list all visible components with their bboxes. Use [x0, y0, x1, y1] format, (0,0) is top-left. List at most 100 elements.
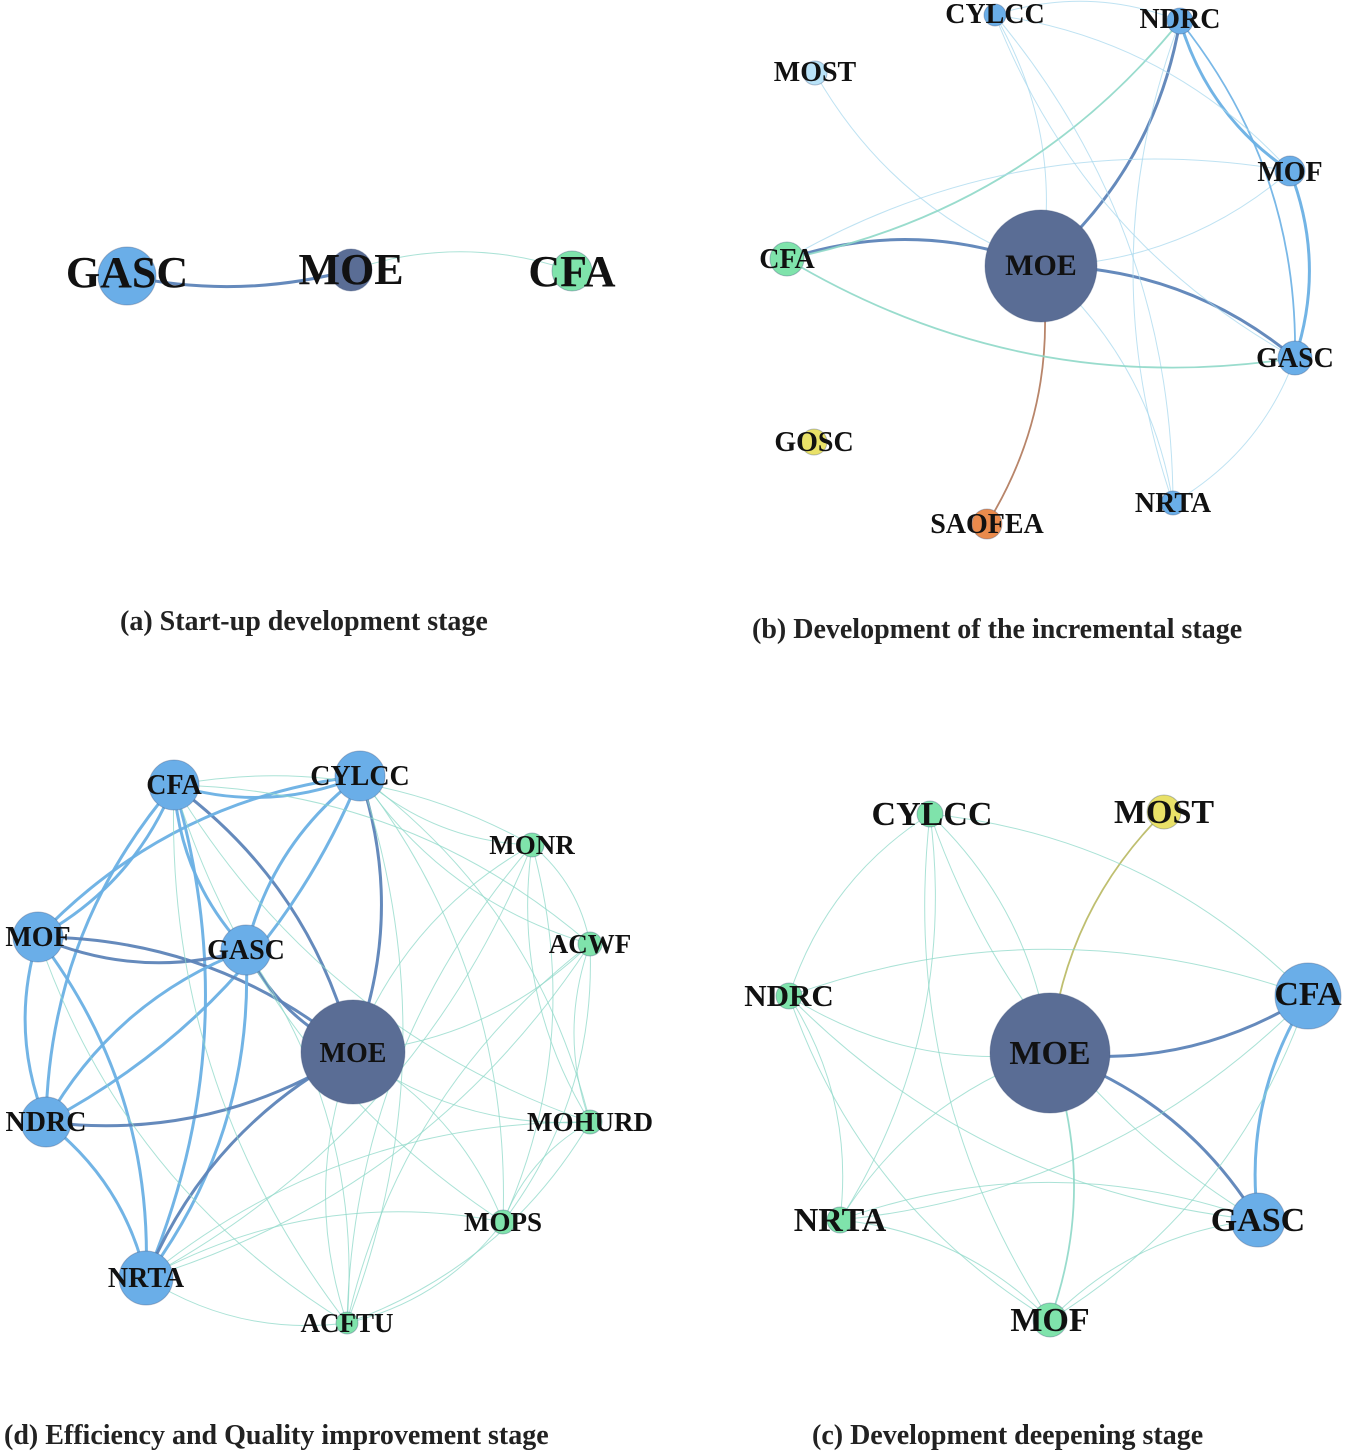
panel-b-edge-ndrc-nrta [1132, 20, 1181, 504]
panel-d-label-gasc: GASC [207, 935, 285, 966]
panel-c-edge-cylcc-mof [924, 813, 1051, 1321]
panel-d-label-nrta: NRTA [108, 1263, 185, 1294]
panel-d-node-mohurd [577, 1109, 603, 1135]
panel-c-label-nrta: NRTA [794, 1202, 887, 1239]
panel-d-edge-mof-gasc [37, 935, 247, 965]
panel-b-label-gosc: GOSC [774, 427, 853, 458]
panel-b-node-saofea [971, 508, 1003, 540]
panel-b-edge-mof-cfa [786, 158, 1291, 260]
panel-b-edge-cylcc-nrta [994, 14, 1174, 504]
panel-d-edge-mohurd-cfa [173, 784, 591, 1123]
panel-d-edge-acftu-mof [37, 936, 348, 1324]
panel-b-edge-cylcc-gasc [994, 14, 1296, 359]
panel-b-edge-gasc-nrta [1172, 357, 1296, 504]
panel-c-edge-ndrc-cfa [788, 948, 1309, 997]
panel-d-edge-gasc-nrta [144, 949, 249, 1279]
panel-d-edge-acwf-mohurd [573, 943, 591, 1123]
panel-d-edge-mohurd-cylcc [359, 775, 591, 1123]
caption-panel-c: (c) Development deepening stage [812, 1420, 1204, 1451]
panel-b-edge-cfa-gasc [786, 258, 1296, 369]
panel-d-label-acftu: ACFTU [301, 1308, 394, 1338]
panel-c-node-ndrc [775, 982, 803, 1010]
panel-b-node-most [802, 60, 828, 86]
panel-d-edge-ndrc-nrta [45, 1120, 148, 1279]
panel-d-edge-monr-mops [502, 844, 554, 1223]
panel-d-node-monr [519, 832, 545, 858]
panel-c-edge-ndrc-gasc [788, 995, 1259, 1221]
panel-b-node-mof [1274, 155, 1306, 187]
panel-d-edge-cfa-ndrc [44, 784, 176, 1123]
panel-b-edge-mof-gasc [1288, 170, 1311, 359]
panel-d-edge-acwf-acftu [346, 943, 591, 1324]
panel-c-node-nrta [826, 1206, 854, 1234]
panel-d-node-ndrc [20, 1096, 72, 1148]
panel-c-label-gasc: GASC [1211, 1202, 1305, 1239]
panel-a-node-moe [329, 248, 373, 292]
panel-d-label-mof: MOF [5, 922, 70, 953]
panel-b-node-moe [984, 209, 1098, 323]
panel-d-edge-gasc-ndrc [44, 948, 247, 1123]
panel-d-edge-monr-acwf [531, 844, 591, 945]
panel-a-node-gasc [97, 246, 157, 306]
panel-b-node-cylcc [983, 3, 1007, 27]
panel-b-label-nrta: NRTA [1135, 488, 1212, 519]
panel-c-label-cfa: CFA [1274, 976, 1342, 1013]
panel-d-edge-acwf-mops [502, 943, 591, 1223]
panel-d-label-ndrc: NDRC [6, 1107, 87, 1138]
panel-a-edge-moe-cfa [350, 251, 573, 272]
panel-d-node-cfa [148, 759, 200, 811]
panel-d-node-moe [300, 999, 406, 1105]
panel-c-edge-cylcc-nrta [839, 813, 936, 1221]
panel-d-edge-mohurd-acftu [346, 1121, 591, 1324]
panel-b-edge-ndrc-mof [1178, 20, 1291, 173]
panel-c-edge-mof-gasc [1049, 1219, 1259, 1321]
panel-d-node-mof [12, 911, 64, 963]
panel-d-edge-monr-mohurd [527, 844, 591, 1123]
panel-d-node-acwf [577, 931, 603, 957]
panel-c-label-ndrc: NDRC [744, 978, 834, 1013]
panel-b-label-most: MOST [774, 57, 857, 88]
panel-c-node-mof [1032, 1302, 1068, 1338]
panel-d-node-cylcc [334, 750, 386, 802]
panel-d-label-moe: MOE [320, 1038, 387, 1069]
panel-d-label-cylcc: CYLCC [310, 761, 410, 792]
panel-d-edge-cfa-nrta [144, 784, 207, 1279]
panel-d-node-mops [490, 1209, 516, 1235]
panel-d-edge-cylcc-mof [36, 774, 361, 939]
panel-b-edge-ndrc-cylcc [994, 0, 1181, 22]
panel-a-label-gasc: GASC [66, 248, 188, 297]
panel-c-node-gasc [1230, 1192, 1286, 1248]
panel-b-label-moe: MOE [1005, 249, 1077, 282]
panel-b-node-ndrc [1166, 7, 1194, 35]
panel-c-edge-mof-cfa [1049, 995, 1309, 1321]
panel-c-label-moe: MOE [1009, 1035, 1090, 1072]
panel-c-edge-ndrc-mof [788, 995, 1051, 1321]
panel-c-node-moe [989, 992, 1111, 1114]
panel-d-edge-mops-acftu [346, 1221, 504, 1324]
panel-d-label-monr: MONR [489, 830, 575, 860]
panel-c-node-cfa [1274, 962, 1342, 1030]
panel-c-edge-cylcc-cfa [929, 813, 1309, 997]
panel-d-edge-acftu-gasc [245, 949, 350, 1324]
panel-d-edge-acftu-cfa [172, 784, 348, 1324]
caption-panel-b: (b) Development of the incremental stage [752, 614, 1243, 645]
panel-c-edge-nrta-mof [839, 1219, 1051, 1321]
panel-d-edge-acwf-nrta [145, 943, 591, 1279]
panel-d-label-mops: MOPS [464, 1207, 542, 1237]
panel-b-node-nrta [1160, 490, 1186, 516]
panel-c-edge-cfa-gasc [1253, 995, 1310, 1221]
panel-a-label-moe: MOE [298, 245, 403, 294]
caption-panel-d: (d) Efficiency and Quality improvement s… [4, 1420, 549, 1451]
panel-b-node-cfa [769, 241, 805, 277]
panel-c-label-cylcc: CYLCC [872, 796, 993, 833]
panel-d-label-acwf: ACWF [549, 929, 632, 959]
caption-panel-a: (a) Start-up development stage [120, 606, 488, 637]
panel-c-edge-nrta-cfa [839, 995, 1309, 1221]
panel-d-edge-mohurd-nrta [145, 1121, 591, 1279]
panel-b-node-gosc [800, 428, 828, 456]
panel-d-label-cfa: CFA [146, 770, 202, 801]
